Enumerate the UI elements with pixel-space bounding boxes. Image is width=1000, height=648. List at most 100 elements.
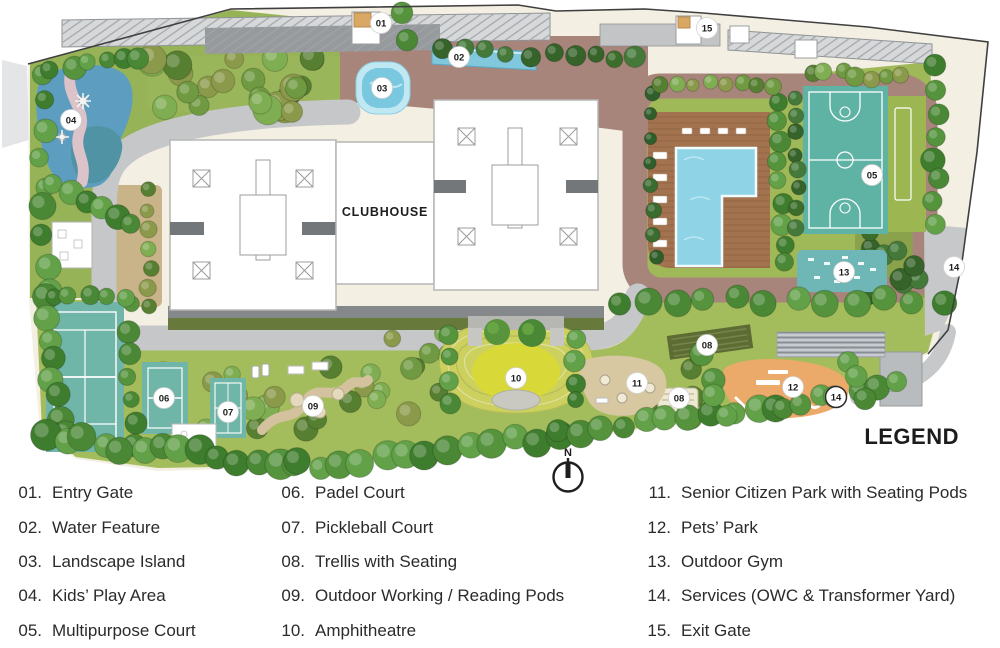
tree-icon — [142, 183, 150, 191]
legend-item-number: 03. — [18, 551, 42, 571]
tree-icon — [127, 414, 138, 425]
multipurpose-court — [803, 86, 888, 234]
tree-icon — [42, 332, 53, 343]
tree-icon — [78, 53, 96, 71]
tree-icon — [47, 290, 56, 299]
tree-icon — [50, 409, 63, 422]
tree-icon — [93, 199, 104, 210]
tree-icon — [101, 53, 109, 62]
tree-icon — [286, 451, 299, 464]
tree-icon — [562, 349, 586, 373]
tree-icon — [475, 39, 494, 59]
tree-icon — [129, 50, 140, 61]
marker-number: 09 — [308, 401, 319, 412]
tree-icon — [142, 222, 150, 231]
senior-citizen-park — [579, 355, 667, 416]
tree-icon — [775, 400, 785, 411]
tree-icon — [637, 410, 649, 422]
tree-icon — [32, 195, 45, 209]
plan-marker-01: 01 — [370, 12, 392, 34]
tree-icon — [45, 176, 54, 186]
tree-icon — [894, 69, 902, 77]
tree-icon — [461, 435, 473, 448]
tree-icon — [399, 356, 424, 381]
tree-icon — [363, 366, 373, 375]
north-arrow: N — [552, 447, 584, 493]
tree-icon — [266, 388, 277, 399]
legend-item: 01.Entry Gate — [8, 476, 196, 510]
tree-icon — [903, 255, 925, 277]
tree-icon — [626, 48, 637, 59]
tree-icon — [34, 90, 55, 110]
tree-icon — [605, 50, 624, 69]
tree-icon — [569, 393, 577, 401]
tree-icon — [376, 444, 390, 458]
tree-icon — [249, 420, 259, 430]
tree-icon — [251, 93, 263, 105]
marker-circle — [153, 387, 175, 409]
marker-circle — [626, 372, 648, 394]
tree-icon — [643, 131, 658, 146]
legend-item-label: Outdoor Gym — [681, 551, 784, 571]
plan-marker-04: 04 — [60, 109, 82, 131]
tree-icon — [80, 55, 89, 64]
plan-marker-02: 02 — [448, 46, 470, 68]
tree-icon — [97, 287, 116, 306]
tree-icon — [439, 392, 462, 415]
tree-icon — [142, 243, 150, 251]
tree-icon — [268, 452, 283, 467]
tower-a — [169, 139, 337, 311]
tree-icon — [65, 59, 77, 70]
tree-icon — [728, 287, 740, 299]
marker-number: 15 — [702, 23, 713, 34]
tree-icon — [523, 49, 533, 59]
tree-icon — [671, 78, 679, 86]
tree-icon — [566, 352, 577, 363]
legend-item-number: 04. — [18, 586, 42, 606]
tree-icon — [263, 385, 286, 409]
tree-icon — [720, 78, 727, 86]
tree-icon — [634, 287, 663, 316]
plan-marker-08b: 08 — [696, 334, 718, 356]
tree-icon — [931, 170, 941, 180]
tree-icon — [443, 350, 451, 358]
legend-column-3: 11.Senior Citizen Park with Seating Pods… — [643, 476, 967, 648]
tree-icon — [927, 103, 950, 126]
tree-icon — [153, 436, 165, 449]
marker-circle — [861, 164, 883, 186]
tree-icon — [284, 76, 308, 100]
tree-icon — [421, 345, 431, 355]
tree-icon — [814, 293, 827, 306]
buildings: CLUBHOUSE — [168, 99, 604, 330]
marker-number: 14 — [831, 392, 842, 403]
marker-number: 03 — [377, 83, 388, 94]
legend-item-label: Services (OWC & Transformer Yard) — [681, 586, 956, 606]
tree-icon — [926, 56, 937, 67]
tree-icon — [702, 74, 719, 90]
plan-marker-05: 05 — [861, 164, 883, 186]
plan-marker-03: 03 — [371, 77, 393, 99]
marker-number: 07 — [223, 407, 234, 418]
tree-icon — [777, 255, 786, 264]
tree-icon — [442, 395, 452, 406]
legend-item: 15.Exit Gate — [643, 614, 967, 648]
tree-icon — [880, 71, 888, 78]
tree-icon — [138, 278, 157, 298]
tree-icon — [349, 452, 362, 466]
tree-icon — [97, 436, 109, 448]
tree-icon — [810, 289, 839, 318]
tree-icon — [790, 109, 798, 117]
legend-item-number: 15. — [647, 620, 671, 640]
tree-icon — [35, 286, 48, 299]
marker-number: 13 — [839, 267, 850, 278]
tree-icon — [440, 347, 459, 366]
tree-icon — [166, 54, 180, 68]
marker-circle — [371, 77, 393, 99]
tree-icon — [214, 72, 225, 83]
marker-circle — [302, 395, 324, 417]
tree-icon — [141, 281, 149, 290]
tree-icon — [623, 45, 647, 68]
tree-icon — [32, 226, 43, 237]
legend-item-number: 09. — [281, 586, 305, 606]
tree-icon — [651, 76, 669, 94]
